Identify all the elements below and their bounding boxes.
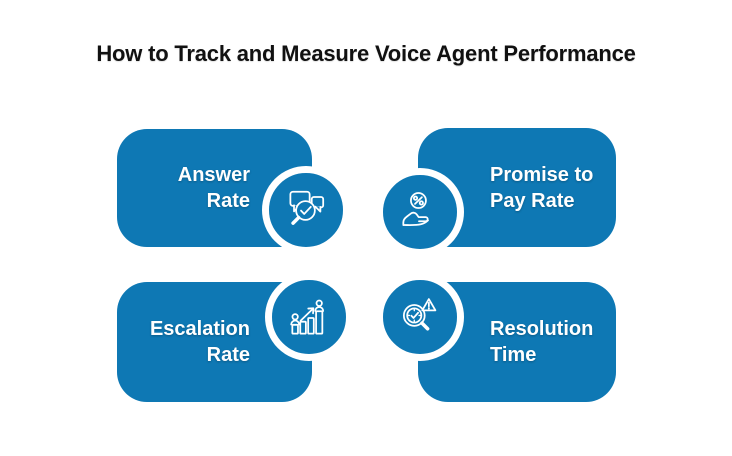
badge-answer-rate (262, 166, 350, 254)
magnifier-clock-alert-icon (402, 298, 437, 331)
hand-percent-icon (402, 192, 429, 226)
card-answer-rate-line2: Rate (206, 190, 250, 212)
card-escalation-rate-line1: Escalation (149, 318, 250, 340)
card-promise-to-pay-rate-label: Promise to Pay Rate (418, 162, 616, 214)
card-escalation-rate-label: Escalation Rate (117, 316, 312, 368)
page-title: How to Track and Measure Voice Agent Per… (96, 41, 636, 66)
badge-resolution-time (376, 273, 464, 361)
card-resolution-time-line1: Resolution (490, 318, 594, 340)
card-promise-to-pay-rate-line2: Pay Rate (490, 189, 575, 212)
card-escalation-rate-line2: Rate (206, 344, 250, 366)
card-resolution-time-label: Resolution Time (418, 316, 616, 368)
people-growth-chart-icon (290, 299, 325, 335)
badge-escalation-rate (265, 273, 353, 361)
card-answer-rate-line1: Answer (177, 164, 250, 186)
badge-promise-to-pay-rate (376, 168, 464, 256)
card-answer-rate-label: Answer Rate (117, 162, 312, 214)
chat-search-icon (289, 190, 325, 225)
card-resolution-time-line2: Time (490, 344, 537, 366)
card-promise-to-pay-rate-line1: Promise to (490, 163, 594, 186)
